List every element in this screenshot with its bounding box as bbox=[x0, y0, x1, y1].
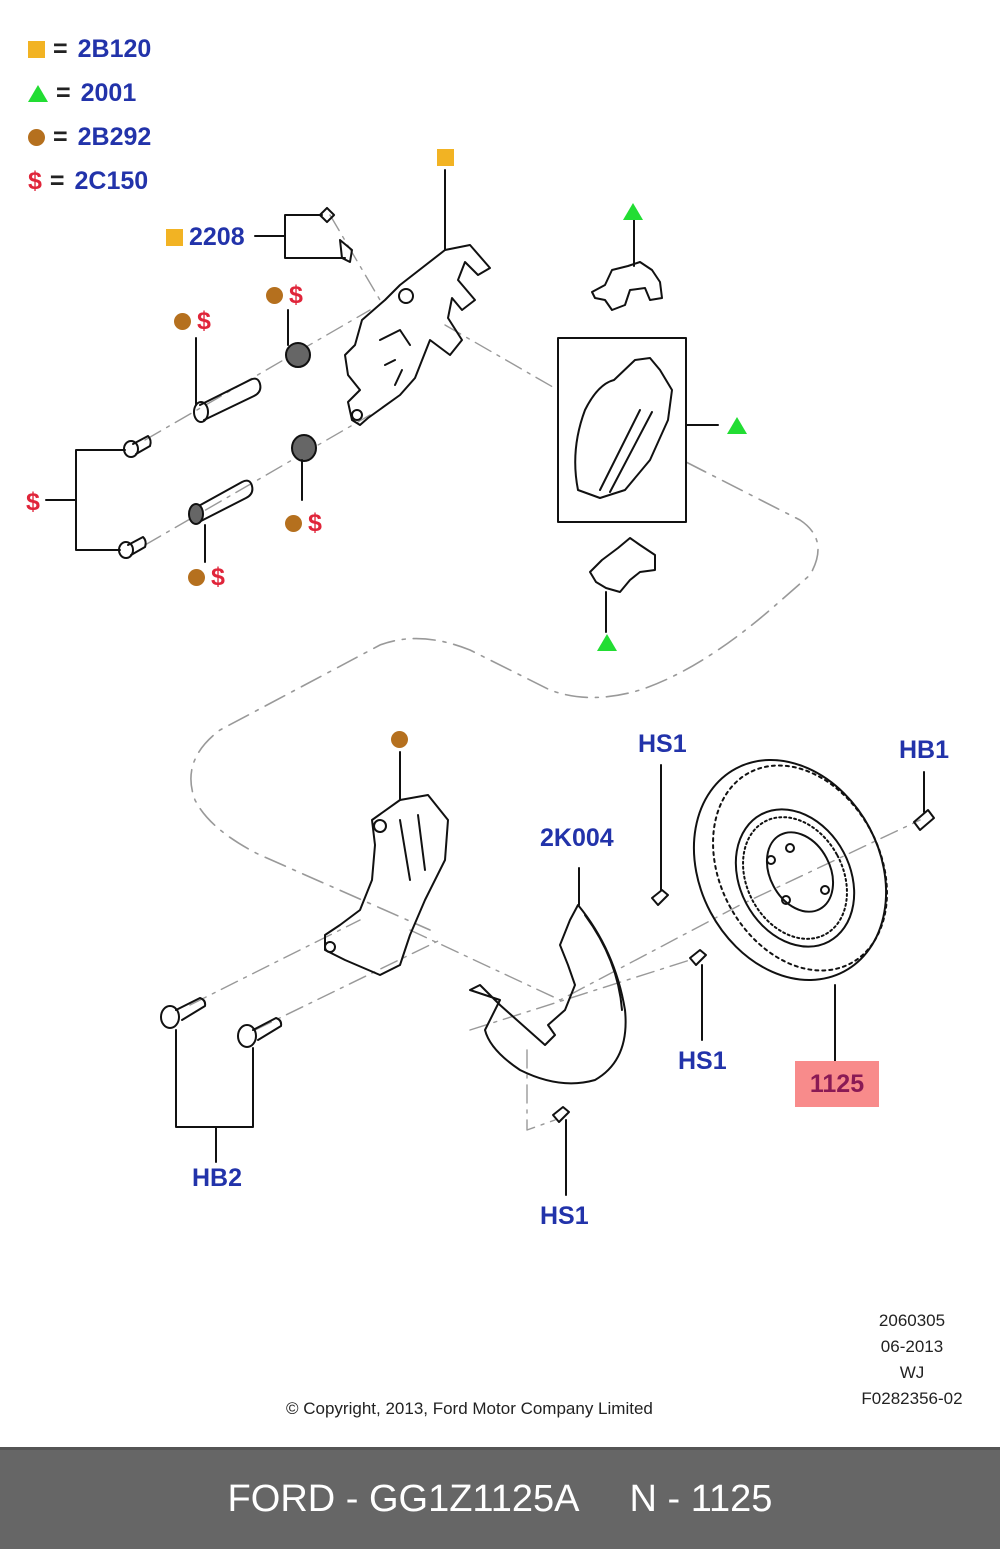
circle-icon bbox=[266, 287, 283, 304]
square-icon bbox=[28, 41, 45, 58]
square-icon bbox=[166, 229, 183, 246]
guide-pin-upper bbox=[193, 377, 262, 423]
illustration-date: 06-2013 bbox=[880, 1337, 944, 1356]
callout-2k004[interactable]: 2K004 bbox=[540, 824, 614, 852]
circle-icon bbox=[174, 313, 191, 330]
copyright-notice: © Copyright, 2013, Ford Motor Company Li… bbox=[286, 1399, 653, 1418]
bushing-upper bbox=[285, 342, 311, 368]
centerline-upper-1 bbox=[144, 309, 371, 441]
callout-hb2[interactable]: HB2 bbox=[192, 1164, 243, 1192]
centerline-upper-2 bbox=[144, 414, 371, 546]
circle-icon bbox=[28, 129, 45, 146]
footer-reference: N - 1125 bbox=[629, 1478, 773, 1520]
callout-hs1-bottom[interactable]: HS1 bbox=[540, 1202, 589, 1230]
pads-triangle-icon bbox=[727, 417, 747, 434]
screw-hs1-bottom bbox=[552, 1106, 570, 1123]
caliper-square-marker-icon bbox=[437, 149, 454, 166]
bushing-lower bbox=[291, 434, 317, 462]
legend-code: 2B120 bbox=[77, 35, 152, 63]
caliper-bracket bbox=[324, 794, 449, 976]
circle-icon bbox=[285, 515, 302, 532]
splash-shield bbox=[469, 904, 627, 1085]
brake-disc bbox=[692, 759, 888, 981]
callout-bushing-lower: $ bbox=[285, 509, 322, 538]
caliper-body bbox=[344, 244, 491, 426]
callout-guide-pin-upper: $ bbox=[174, 307, 211, 336]
legend-code: 2C150 bbox=[74, 167, 149, 195]
legend-item-circle: = 2B292 bbox=[28, 125, 151, 150]
screw-hs1-top bbox=[651, 889, 669, 906]
centerline-vert bbox=[526, 1049, 556, 1131]
assembly-route-outline bbox=[190, 461, 819, 931]
bolt-lower bbox=[118, 536, 147, 559]
dollar-icon: $ bbox=[197, 307, 211, 335]
legend-equals: = bbox=[56, 79, 71, 107]
legend-item-triangle: = 2001 bbox=[28, 81, 136, 106]
bolt-hb2-left bbox=[160, 997, 207, 1029]
anti-rattle-clip-lower bbox=[589, 537, 656, 593]
centerline-hub bbox=[409, 819, 921, 1001]
centerline-upper-3 bbox=[444, 324, 559, 391]
callout-2208-label: 2208 bbox=[189, 223, 245, 251]
legend-item-dollar: $ = 2C150 bbox=[28, 169, 148, 194]
dollar-icon: $ bbox=[28, 167, 42, 195]
callout-1125-label: 1125 bbox=[809, 1069, 865, 1098]
footer-part-number: FORD - GG1Z1125A bbox=[227, 1478, 580, 1520]
illustration-code: WJ bbox=[899, 1363, 925, 1382]
bolt-hb1 bbox=[913, 809, 935, 831]
centerline-lower-1 bbox=[189, 919, 361, 1006]
part-number-footer: FORD - GG1Z1125A N - 1125 bbox=[0, 1447, 1000, 1549]
dollar-icon: $ bbox=[289, 281, 303, 309]
callout-hb1[interactable]: HB1 bbox=[899, 736, 950, 764]
dollar-icon: $ bbox=[308, 509, 322, 537]
circle-icon bbox=[188, 569, 205, 586]
callout-hs1-mid[interactable]: HS1 bbox=[678, 1047, 727, 1075]
screw-hs1-mid bbox=[689, 949, 707, 966]
bolt-hb2-right bbox=[237, 1017, 283, 1048]
centerline-bleeder bbox=[329, 214, 381, 301]
callout-bushing-upper: $ bbox=[266, 281, 303, 310]
legend-equals: = bbox=[53, 35, 68, 63]
legend-code: 2B292 bbox=[77, 123, 152, 151]
legend-equals: = bbox=[53, 123, 68, 151]
callout-2208[interactable]: 2208 bbox=[166, 225, 245, 250]
illustration-number: 2060305 bbox=[878, 1311, 946, 1330]
callout-guide-pin-lower: $ bbox=[188, 563, 225, 592]
bleeder-screw bbox=[254, 206, 353, 263]
brake-pad-box bbox=[557, 337, 687, 523]
legend-equals: = bbox=[49, 167, 65, 195]
triangle-icon bbox=[28, 85, 48, 102]
centerline-shield bbox=[469, 959, 691, 1031]
anti-rattle-clip-upper bbox=[591, 261, 663, 311]
guide-pin-lower bbox=[188, 479, 254, 525]
clip-upper-triangle-icon bbox=[623, 203, 643, 220]
callout-bolts: $ bbox=[26, 488, 40, 517]
exploded-parts-diagram bbox=[45, 169, 935, 1196]
brake-pads bbox=[574, 357, 673, 499]
centerline-lower-2 bbox=[254, 939, 441, 1031]
figure-id: F0282356-02 bbox=[861, 1389, 963, 1408]
clip-lower-triangle-icon bbox=[597, 634, 617, 651]
callout-hs1-top[interactable]: HS1 bbox=[638, 730, 687, 758]
dollar-icon: $ bbox=[26, 488, 40, 516]
legend-code: 2001 bbox=[80, 79, 137, 107]
legend-item-square: = 2B120 bbox=[28, 37, 151, 62]
bracket-circle-marker-icon bbox=[391, 731, 408, 748]
dollar-icon: $ bbox=[211, 563, 225, 591]
callout-1125-highlight[interactable]: 1125 bbox=[795, 1061, 879, 1107]
